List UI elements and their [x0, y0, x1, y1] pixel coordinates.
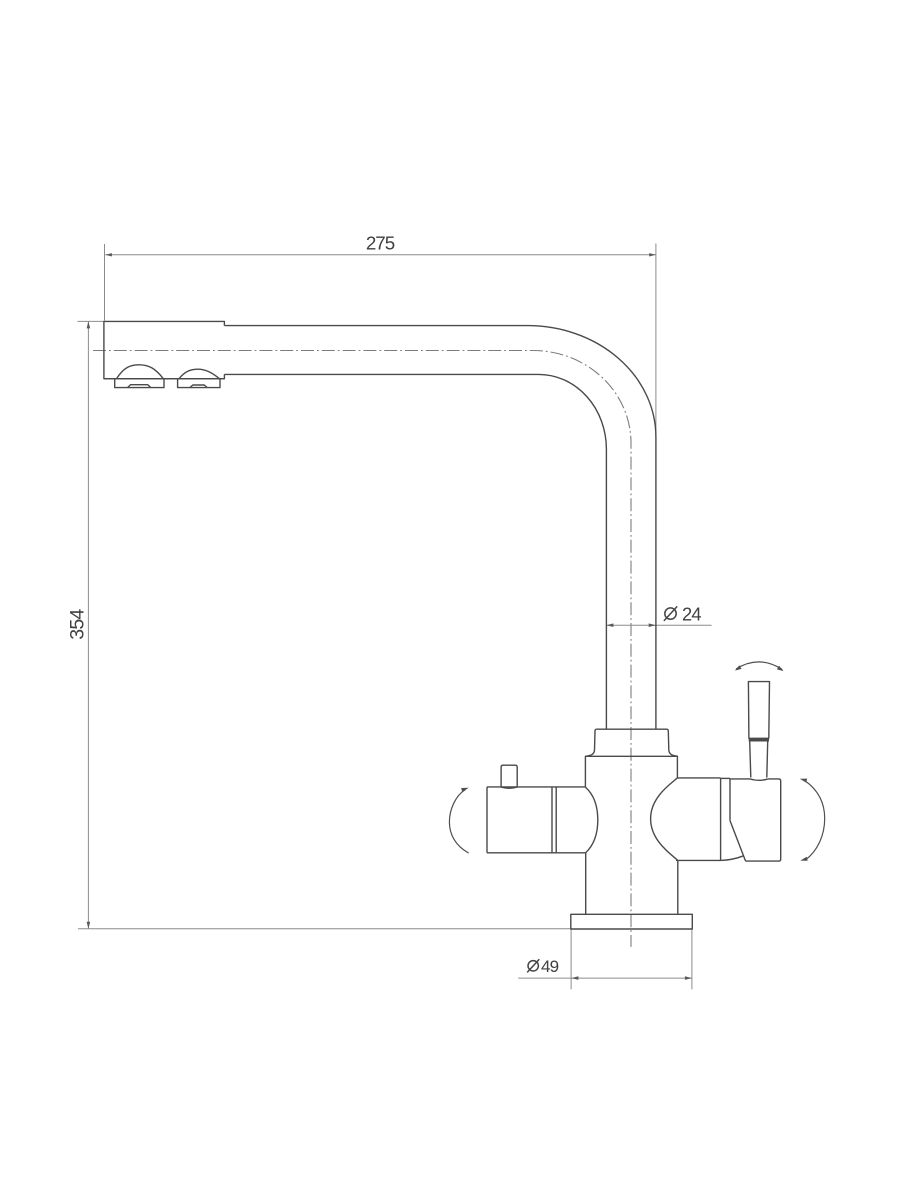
svg-text:275: 275: [366, 233, 395, 254]
svg-text:49: 49: [541, 957, 559, 976]
svg-text:354: 354: [66, 609, 88, 640]
svg-text:24: 24: [682, 603, 701, 624]
